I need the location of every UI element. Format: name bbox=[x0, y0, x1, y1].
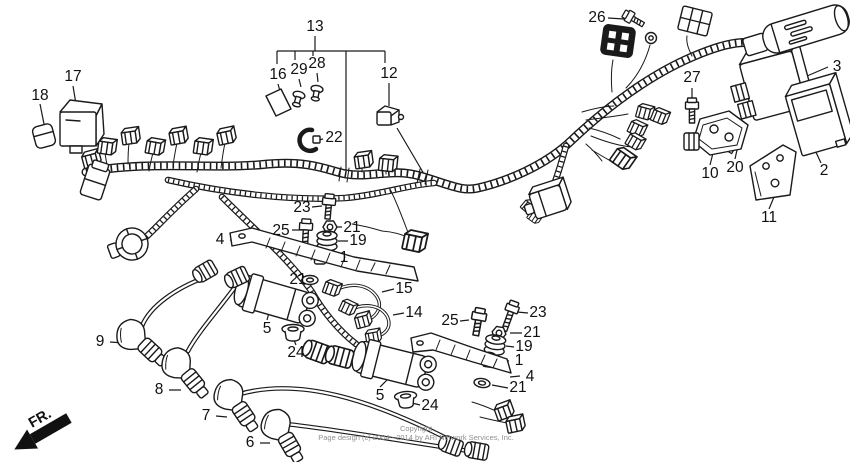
part-label-18: 18 bbox=[31, 87, 49, 104]
part-label-20: 20 bbox=[726, 159, 744, 176]
band-clamp-part-22 bbox=[297, 127, 321, 154]
part-label-24-b: 24 bbox=[421, 397, 439, 414]
mount-part-24b bbox=[393, 389, 419, 410]
part-label-23-a: 23 bbox=[293, 199, 311, 216]
bolt-part-25b bbox=[467, 306, 489, 338]
relay-part-17 bbox=[59, 99, 105, 154]
copyright-line2: Page design (c) 2004 - 2014 by ARI Netwo… bbox=[318, 433, 514, 442]
branch-connector bbox=[523, 176, 572, 220]
part-label-17: 17 bbox=[64, 68, 82, 85]
part-label-4-a: 4 bbox=[215, 231, 225, 248]
fr-direction-arrow bbox=[14, 413, 72, 450]
part-label-27: 27 bbox=[683, 69, 701, 86]
part-label-25-b: 25 bbox=[441, 312, 459, 329]
part-label-8: 8 bbox=[154, 381, 164, 398]
bracket-part-10 bbox=[683, 110, 749, 156]
pad-part-16 bbox=[265, 88, 292, 117]
tall-connector bbox=[79, 159, 111, 201]
part-label-2: 2 bbox=[819, 162, 829, 179]
part-label-21-c: 21 bbox=[523, 324, 541, 341]
sub-harness-wires bbox=[332, 283, 391, 339]
connector-part-18 bbox=[31, 123, 57, 149]
part-label-19-b: 19 bbox=[515, 338, 533, 355]
part-label-21-d: 21 bbox=[509, 379, 527, 396]
part-label-28: 28 bbox=[308, 55, 326, 72]
part-label-13: 13 bbox=[306, 18, 324, 35]
part-label-5-a: 5 bbox=[262, 320, 272, 337]
ring-terminal bbox=[644, 31, 658, 45]
part-label-6: 6 bbox=[245, 434, 255, 451]
bracket-part-11 bbox=[749, 144, 797, 201]
connectors bbox=[79, 5, 713, 435]
bracket-part-4a bbox=[229, 227, 419, 282]
part-label-19-a: 19 bbox=[349, 232, 367, 249]
main-harness bbox=[81, 38, 757, 348]
throttle-grip bbox=[742, 4, 850, 57]
part-label-15: 15 bbox=[395, 280, 413, 297]
part-label-23-b: 23 bbox=[529, 304, 547, 321]
part-label-21-b: 21 bbox=[289, 271, 307, 288]
round-connector bbox=[106, 227, 149, 261]
bolt-part-23a bbox=[320, 192, 337, 221]
part-label-4-b: 4 bbox=[525, 368, 535, 385]
bracket-part-4b bbox=[410, 332, 512, 374]
part-label-11: 11 bbox=[760, 209, 778, 226]
spark-plug-cap-7 bbox=[208, 376, 268, 437]
part-label-9: 9 bbox=[95, 333, 105, 350]
spark-plug-cap-6 bbox=[253, 405, 316, 462]
part-label-16: 16 bbox=[269, 66, 287, 83]
bolt-part-27 bbox=[684, 97, 700, 124]
part-label-24-a: 24 bbox=[287, 344, 305, 361]
part-label-7: 7 bbox=[201, 407, 211, 424]
part-label-1-b: 1 bbox=[514, 352, 524, 369]
unit-part-2 bbox=[784, 72, 850, 157]
part-label-21-a: 21 bbox=[343, 219, 361, 236]
washer-part-21d bbox=[472, 376, 492, 390]
part-label-22: 22 bbox=[325, 129, 343, 146]
part-label-29: 29 bbox=[290, 61, 308, 78]
copyright-line1: Copyright bbox=[399, 424, 433, 433]
pin-block-connector bbox=[677, 5, 713, 37]
copyright: Copyright Page design (c) 2004 - 2014 by… bbox=[318, 424, 514, 442]
part-label-1-a: 1 bbox=[339, 249, 349, 266]
connector-part-12 bbox=[376, 105, 405, 126]
part-label-3: 3 bbox=[832, 58, 842, 75]
spark-plug-cap-8 bbox=[159, 346, 214, 402]
clip-part-28 bbox=[310, 84, 324, 102]
part-label-5-b: 5 bbox=[375, 387, 385, 404]
clip-part-29 bbox=[291, 90, 306, 108]
part-label-26: 26 bbox=[588, 9, 606, 26]
part-label-10: 10 bbox=[701, 165, 719, 182]
leader-lines bbox=[39, 17, 829, 444]
relay-connector bbox=[600, 24, 636, 58]
part-label-12: 12 bbox=[380, 65, 398, 82]
part-label-25-a: 25 bbox=[272, 222, 290, 239]
part-label-14: 14 bbox=[405, 304, 423, 321]
mount-part-24a bbox=[281, 323, 305, 342]
